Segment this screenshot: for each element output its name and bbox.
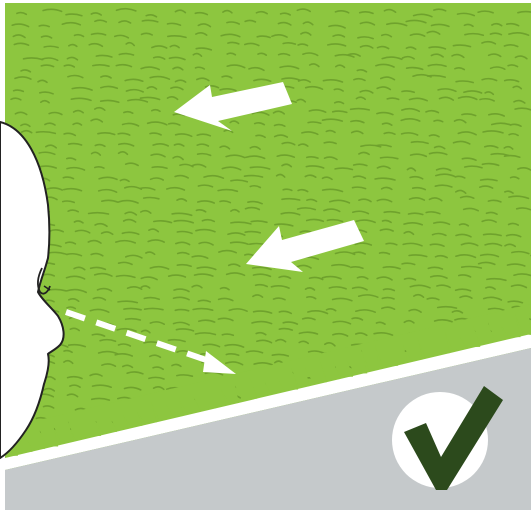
ground-bottom-margin [0, 510, 531, 526]
top-margin [0, 0, 531, 3]
